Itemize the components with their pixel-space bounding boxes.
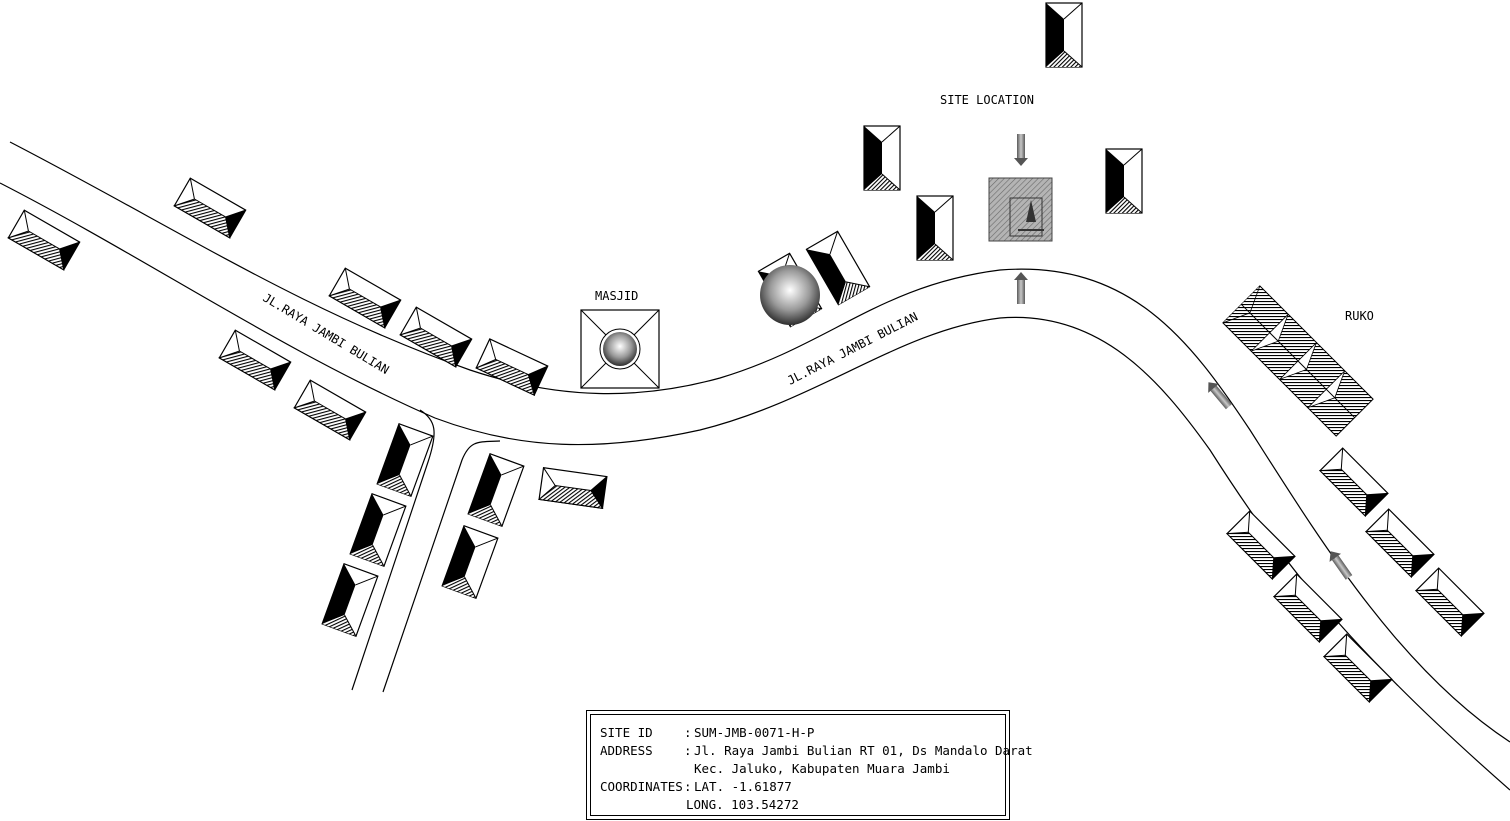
road-side-branch [351, 409, 501, 693]
house-roof-icon [916, 195, 954, 261]
house-roof-icon [1319, 447, 1389, 517]
site-info-inner-frame: SITE ID:SUM-JMB-0071-H-P ADDRESS:Jl. Ray… [590, 714, 1033, 816]
site-info-box: SITE ID:SUM-JMB-0071-H-P ADDRESS:Jl. Ray… [586, 710, 1033, 820]
masjid-building [580, 309, 660, 389]
direction-arrow-icon [1014, 134, 1028, 166]
house-roof-icon [293, 379, 367, 441]
house-roof-icon [218, 329, 292, 391]
house-roof-icon [538, 467, 608, 509]
house-roof-icon [467, 453, 525, 527]
house-roof-icon [441, 525, 499, 599]
house-roof-icon [1105, 148, 1143, 214]
house-roof-icon [1226, 510, 1296, 580]
house-roof-icon [1273, 573, 1343, 643]
site-id-row: SITE ID:SUM-JMB-0071-H-P [600, 726, 814, 740]
dome-icon [760, 265, 820, 325]
address-sep: : [684, 743, 692, 758]
ruko-label: RUKO [1345, 309, 1374, 323]
address-row: ADDRESS:Jl. Raya Jambi Bulian RT 01, Ds … [600, 744, 1033, 758]
coordinates-row: COORDINATES:LAT. -1.61877 [600, 780, 792, 794]
house-roof-icon [1045, 2, 1083, 68]
masjid-label: MASJID [595, 289, 638, 303]
site-location-label: SITE LOCATION [940, 93, 1034, 107]
site-id-key: SITE ID [600, 725, 653, 740]
house-roof-icon [321, 563, 379, 637]
longitude-value: LONG. 103.54272 [686, 797, 799, 812]
coordinates-key: COORDINATES [600, 779, 683, 794]
address-key: ADDRESS [600, 743, 653, 758]
address-line1: Jl. Raya Jambi Bulian RT 01, Ds Mandalo … [694, 743, 1033, 758]
direction-arrow-icon [1203, 377, 1235, 412]
house-group-left [7, 177, 608, 637]
house-roof-icon [475, 338, 549, 396]
road-main [0, 141, 1510, 791]
dome-icon [603, 332, 637, 366]
ruko-building [1222, 285, 1374, 437]
coordinates-sep: : [684, 779, 692, 794]
road-label-center: JL.RAYA JAMBI BULIAN [785, 310, 920, 388]
longitude-row: LONG. 103.54272 [686, 798, 799, 812]
house-roof-icon [1365, 508, 1435, 578]
site-id-sep: : [684, 725, 692, 740]
address-line2: Kec. Jaluko, Kabupaten Muara Jambi [694, 761, 950, 776]
house-roof-icon [376, 423, 434, 497]
address-row-2: Kec. Jaluko, Kabupaten Muara Jambi [694, 762, 950, 776]
direction-arrow-icon [1014, 272, 1028, 304]
house-group-right [1226, 447, 1485, 703]
house-roof-icon [7, 209, 81, 271]
latitude-value: LAT. -1.61877 [694, 779, 792, 794]
house-roof-icon [863, 125, 901, 191]
site-id-value: SUM-JMB-0071-H-P [694, 725, 815, 740]
house-roof-icon [1415, 567, 1485, 637]
house-roof-icon [173, 177, 247, 239]
site-marker [988, 177, 1053, 242]
house-roof-icon [328, 267, 402, 329]
house-group-center [757, 2, 1143, 328]
